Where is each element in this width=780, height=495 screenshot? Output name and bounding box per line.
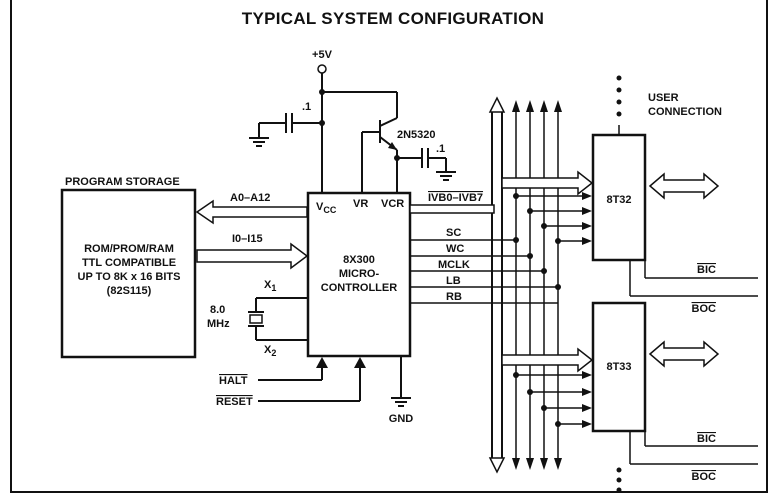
continuation-dots-top [616,75,622,117]
pin-vcc-sub: CC [323,205,336,215]
address-bus-arrow [195,199,308,225]
program-storage-line-4: (82S115) [107,285,152,297]
diagram-frame [10,0,768,493]
rb-label: RB [446,291,462,303]
power-label: +5V [312,49,333,61]
ivb-label: IVB0–IVB7 [428,192,483,204]
svg-text:VCC: VCC [316,201,337,215]
capacitor-top [249,113,322,147]
ivb-bus-arrow [409,204,495,214]
svg-text:X1: X1 [264,279,276,293]
gnd-label: GND [389,413,414,425]
controller-line-2: MICRO- [339,268,380,280]
8t33-bus-arrow [501,347,594,373]
capacitor-right [397,148,456,181]
data-bus [488,96,506,474]
x1-label: X [264,279,272,291]
halt-label: HALT [219,375,248,387]
lb-label: LB [446,275,461,287]
halt-line [258,357,328,381]
8t33-bic-label: BIC [697,433,716,445]
power-terminal [317,64,327,74]
ground-symbol [391,356,411,407]
8t33-user-bus [648,340,720,368]
mclk-label: MCLK [438,259,470,271]
x2-label: X [264,344,272,356]
controller-line-1: 8X300 [343,254,375,266]
pin-vr: VR [353,198,368,210]
8t32-boc-label: BOC [692,303,717,315]
8t32-bus-arrow [501,170,594,196]
8t32-bic-label: BIC [697,264,716,276]
crystal [248,297,308,341]
reset-line [258,357,366,402]
wc-label: WC [446,243,464,255]
program-storage-line-1: ROM/PROM/RAM [84,243,174,255]
8t33-boc-label: BOC [692,471,717,483]
chip-8t33-label: 8T33 [606,361,631,373]
transistor-label: 2N5320 [397,129,436,141]
transistor [322,91,400,193]
8t33-control-lines [516,371,592,428]
crystal-freq: 8.0 [210,304,225,316]
pin-vcc: V [316,201,324,213]
reset-label: RESET [216,396,253,408]
bus-wires [512,100,562,470]
x2-sub: 2 [271,348,276,358]
program-storage-box [60,188,197,359]
cap-top-value: .1 [302,101,311,113]
svg-text:X2: X2 [264,344,276,358]
program-storage-line-3: UP TO 8K x 16 BITS [78,271,181,283]
instruction-bus-arrow [196,242,309,270]
program-storage-line-2: TTL COMPATIBLE [82,257,176,269]
cap-right-value: .1 [436,143,445,155]
8t32-control-lines [516,192,592,245]
chip-8t33 [591,301,647,433]
pin-vcr: VCR [381,198,404,210]
program-storage-heading: PROGRAM STORAGE [65,176,180,188]
controller-box [306,191,412,358]
user-connection-line-2: CONNECTION [648,106,722,118]
chip-8t32-label: 8T32 [606,194,631,206]
8t32-user-bus [648,172,720,200]
sc-label: SC [446,227,461,239]
x1-sub: 1 [271,283,276,293]
address-bus-label: A0–A12 [230,192,270,204]
crystal-unit: MHz [207,318,230,330]
controller-line-3: CONTROLLER [321,282,397,294]
instruction-bus-label: I0–I15 [232,233,263,245]
user-connection-line-1: USER [648,92,679,104]
diagram-title: TYPICAL SYSTEM CONFIGURATION [242,9,544,28]
continuation-dots-bottom [616,467,622,493]
